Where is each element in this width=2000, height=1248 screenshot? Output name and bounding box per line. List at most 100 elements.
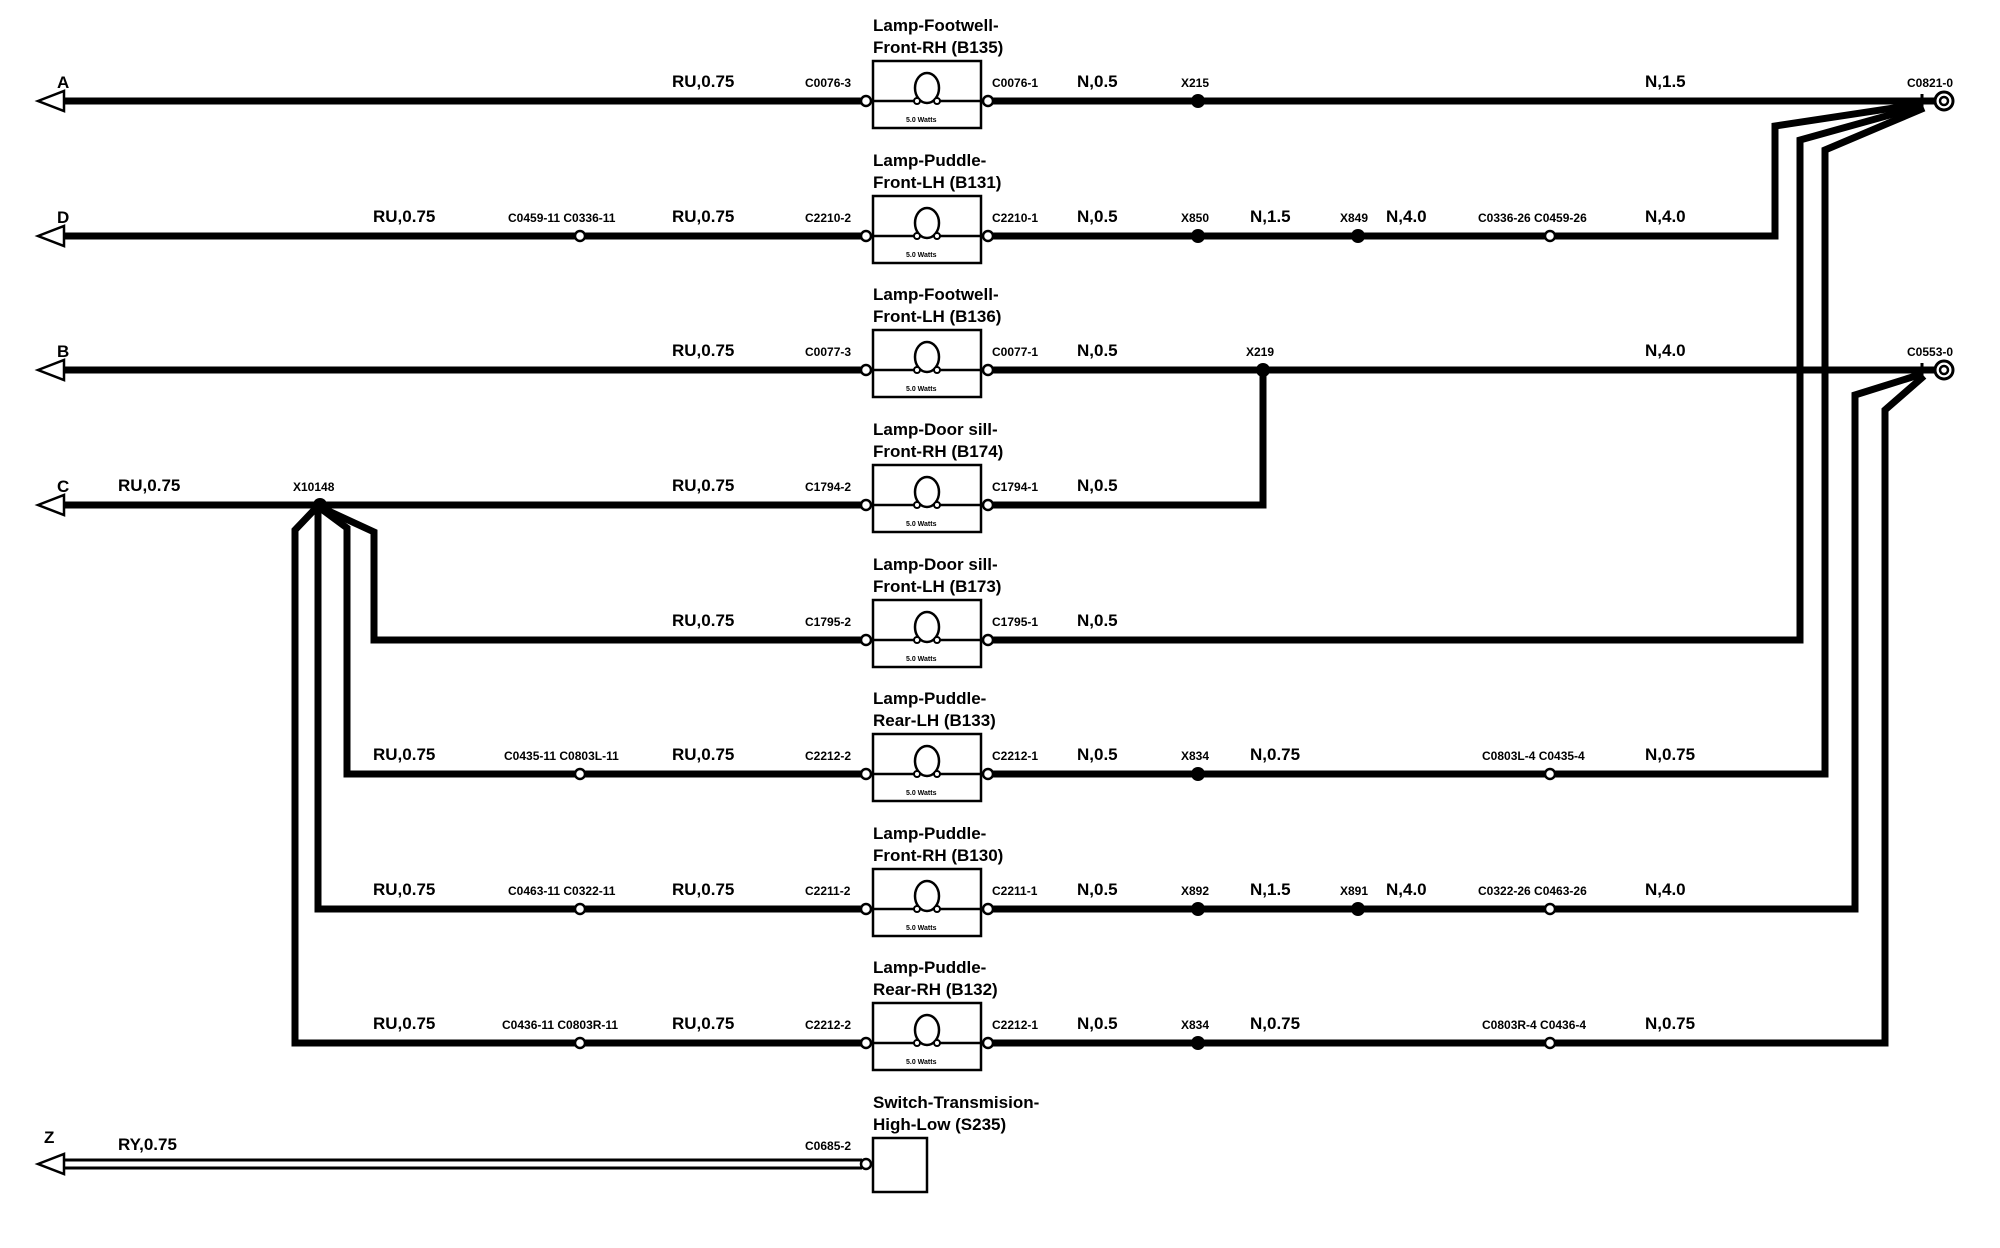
row-b132: Lamp-Puddle- Rear-RH (B132) 5.0 Watts RU… <box>373 958 1695 1072</box>
wire-label-far: N,4.0 <box>1645 207 1686 226</box>
component-name-line2: Front-RH (B130) <box>873 846 1003 865</box>
connector-pin-left <box>859 498 873 512</box>
connector-pin-right <box>981 363 995 377</box>
grounds: C0821-0 C0553-0 <box>1907 76 1955 381</box>
wire-label-right: N,0.5 <box>1077 611 1118 630</box>
wire-row-c-right <box>992 370 1267 509</box>
lamp-box <box>871 328 983 399</box>
lamp-watts: 5.0 Watts <box>906 521 937 528</box>
connector-pin-right <box>981 94 995 108</box>
connector-pin-right <box>981 1036 995 1050</box>
filament-node-icon <box>933 636 941 644</box>
connector-left: C2210-2 <box>805 211 851 225</box>
wire-label-mid: N,0.75 <box>1250 745 1300 764</box>
switch-box <box>871 1136 929 1194</box>
component-name-line2: Front-LH (B136) <box>873 307 1001 326</box>
row-b131: Lamp-Puddle- Front-LH (B131) 5.0 Watts R… <box>373 151 1686 265</box>
wire-label-outer: RU,0.75 <box>373 1014 435 1033</box>
terminal-letter-b: B <box>57 342 69 361</box>
bulb-icon <box>913 475 941 509</box>
inline-connector-right <box>1543 1036 1557 1050</box>
splice-dot <box>1191 94 1205 108</box>
lamp-watts: 5.0 Watts <box>906 925 937 932</box>
bulb-icon <box>913 744 941 778</box>
component-name-line2: Rear-RH (B132) <box>873 980 998 999</box>
terminal-arrow-z <box>34 1152 66 1176</box>
terminal-letter-d: D <box>57 208 69 227</box>
connector-right: C1794-1 <box>992 480 1038 494</box>
component-name-line1: Lamp-Puddle- <box>873 958 986 977</box>
connector-right: C0077-1 <box>992 345 1038 359</box>
terminal-letter-c: C <box>57 477 69 496</box>
component-name-line1: Lamp-Puddle- <box>873 151 986 170</box>
splice-dot <box>1191 767 1205 781</box>
ground-label-lower: C0553-0 <box>1907 345 1953 359</box>
wire-label-left: RU,0.75 <box>672 72 734 91</box>
wire-label-right: N,0.5 <box>1077 745 1118 764</box>
component-name-line1: Lamp-Puddle- <box>873 824 986 843</box>
wire-label: RY,0.75 <box>118 1135 177 1154</box>
terminal-letter-z: Z <box>44 1128 54 1147</box>
inline-connector-left-label: C0435-11 C0803L-11 <box>504 749 619 763</box>
wire-row-6-far <box>1553 104 1926 778</box>
inline-connector-right-label: C0336-26 C0459-26 <box>1478 211 1587 225</box>
bulb-icon <box>913 206 941 240</box>
wire-label-outer: RU,0.75 <box>373 207 435 226</box>
inline-connector-left <box>573 767 587 781</box>
splice-label: X219 <box>1246 345 1274 359</box>
bulb-icon <box>913 1013 941 1047</box>
inline-connector-left-label: C0436-11 C0803R-11 <box>502 1018 618 1032</box>
wire-label-right: N,0.5 <box>1077 1014 1118 1033</box>
wire-label-right: N,0.5 <box>1077 476 1118 495</box>
splice-dot <box>1191 902 1205 916</box>
inline-connector-right <box>1543 902 1557 916</box>
connector-pin-right <box>981 902 995 916</box>
wire-label-right: N,0.5 <box>1077 341 1118 360</box>
wire-label-far: N,0.75 <box>1645 745 1695 764</box>
connector-left: C2211-2 <box>805 884 851 898</box>
inline-connector-left-label: C0463-11 C0322-11 <box>508 884 616 898</box>
bulb-icon <box>913 340 941 374</box>
connector-right: C2210-1 <box>992 211 1038 225</box>
wire-label-left: RU,0.75 <box>672 207 734 226</box>
connector-right: C0076-1 <box>992 76 1038 90</box>
inline-connector-right-label: C0803L-4 C0435-4 <box>1482 749 1585 763</box>
filament-node-icon <box>913 636 921 644</box>
splice-dot <box>1191 229 1205 243</box>
row-s235: Switch-Transmision- High-Low (S235) RY,0… <box>118 1093 1039 1194</box>
wire-label-mid: N,1.5 <box>1250 207 1291 226</box>
row-b133: Lamp-Puddle- Rear-LH (B133) 5.0 Watts RU… <box>373 689 1695 803</box>
row-b135: Lamp-Footwell- Front-RH (B135) 5.0 Watts… <box>672 16 1686 130</box>
splice-dot <box>1351 902 1365 916</box>
wire-row-7-far <box>1553 370 1924 913</box>
filament-node-icon <box>913 1039 921 1047</box>
inline-connector-left-label: C0459-11 C0336-11 <box>508 211 616 225</box>
splice-label-1: X834 <box>1181 749 1209 763</box>
wire-label-mid: N,0.75 <box>1250 1014 1300 1033</box>
wire-label-outer: RU,0.75 <box>118 476 180 495</box>
ground-eyelet-lower-inner <box>1938 364 1950 376</box>
connector-left: C1795-2 <box>805 615 851 629</box>
wire-label-right: N,0.5 <box>1077 72 1118 91</box>
connector-pin-right <box>981 229 995 243</box>
wire-row-5-right <box>992 102 1923 644</box>
component-name-line1: Lamp-Footwell- <box>873 16 999 35</box>
component-name-line1: Switch-Transmision- <box>873 1093 1039 1112</box>
wire-label-mid-2: N,4.0 <box>1386 207 1427 226</box>
connector-pin-left <box>859 767 873 781</box>
filament-node-icon <box>933 97 941 105</box>
splice-dot <box>1191 1036 1205 1050</box>
connector-right: C2212-1 <box>992 749 1038 763</box>
filament-node-icon <box>913 770 921 778</box>
wire-row-6-outer <box>317 505 580 778</box>
connector-pin-left <box>859 902 873 916</box>
connector-right: C1795-1 <box>992 615 1038 629</box>
connector-left: C0076-3 <box>805 76 851 90</box>
inline-connector-right <box>1543 229 1557 243</box>
terminal-arrow-c <box>34 493 66 517</box>
splice-label-1: X850 <box>1181 211 1209 225</box>
wire-label-left: RU,0.75 <box>672 476 734 495</box>
wire-label-left: RU,0.75 <box>672 1014 734 1033</box>
connector-pin-right <box>981 633 995 647</box>
